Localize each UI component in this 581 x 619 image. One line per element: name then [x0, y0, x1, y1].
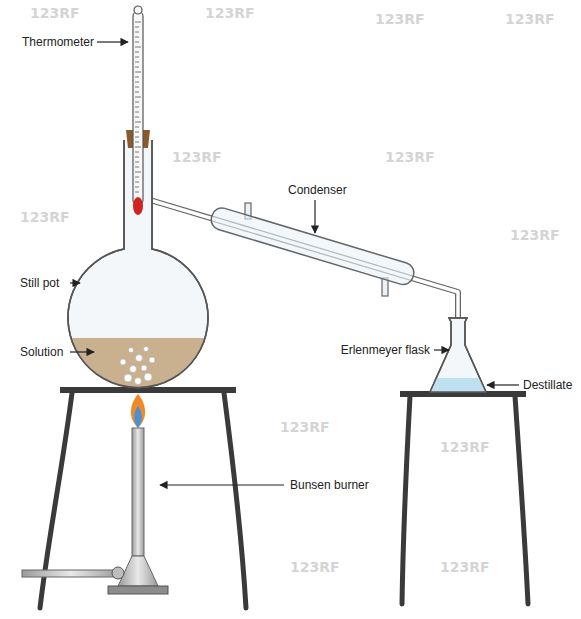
scale-tick	[135, 162, 139, 163]
scale-tick	[135, 32, 139, 33]
part-label: Erlenmeyer flask	[341, 343, 430, 357]
scale-tick	[135, 152, 139, 153]
scale-tick	[135, 82, 139, 83]
bubbles	[120, 347, 155, 385]
erlenmeyer-flask	[430, 318, 486, 392]
scale-tick	[135, 107, 139, 108]
scale-tick	[135, 102, 139, 103]
stand-top	[60, 387, 236, 393]
watermark: 123RF	[280, 420, 330, 434]
scale-tick	[135, 72, 141, 73]
scale-tick	[135, 127, 139, 128]
watermark: 123RF	[290, 560, 340, 574]
scale-tick	[135, 147, 141, 148]
watermark: 123RF	[375, 12, 425, 26]
watermark: 123RF	[172, 150, 222, 164]
scale-tick	[135, 172, 141, 173]
solution-liquid	[71, 338, 205, 388]
bunsen-burner	[22, 394, 168, 594]
scale-tick	[135, 112, 139, 113]
scale-tick	[135, 87, 139, 88]
scale-tick	[135, 167, 139, 168]
scale-tick	[135, 132, 139, 133]
part-label: Still pot	[20, 276, 59, 290]
watermark: 123RF	[505, 12, 555, 26]
scale-tick	[135, 187, 139, 188]
watermark: 123RF	[20, 210, 70, 224]
scale-tick	[135, 177, 139, 178]
scale-tick	[135, 182, 139, 183]
scale-tick	[135, 67, 139, 68]
flame-inner	[134, 406, 142, 428]
thermometer	[133, 6, 143, 215]
watermark: 123RF	[440, 560, 490, 574]
leader-arrows	[70, 42, 519, 485]
part-label: Solution	[20, 345, 63, 359]
watermark: 123RF	[510, 228, 560, 242]
scale-tick	[135, 92, 139, 93]
scale-tick	[135, 52, 139, 53]
gas-valve	[112, 567, 124, 579]
scale-tick	[135, 47, 141, 48]
scale-tick	[135, 122, 141, 123]
scale-tick	[135, 142, 139, 143]
scale-tick	[135, 157, 139, 158]
watermark: 123RF	[205, 6, 255, 20]
watermark: 123RF	[30, 6, 80, 20]
burner-tube	[132, 428, 144, 556]
burner-base	[108, 586, 168, 594]
scale-tick	[135, 27, 139, 28]
gas-pipe	[22, 570, 120, 577]
watermark: 123RF	[385, 150, 435, 164]
scale-tick	[135, 57, 139, 58]
part-label: Destillate	[523, 378, 572, 392]
scale-tick	[135, 22, 141, 23]
scale-tick	[135, 192, 139, 193]
flask-stand	[402, 396, 528, 604]
part-label: Condenser	[288, 183, 347, 197]
watermark: 123RF	[440, 440, 490, 454]
scale-tick	[135, 77, 139, 78]
part-label: Bunsen burner	[290, 478, 369, 492]
scale-tick	[135, 62, 139, 63]
scale-tick	[135, 42, 139, 43]
scale-tick	[135, 117, 139, 118]
flame-outer	[131, 394, 145, 428]
condenser-jacket	[209, 203, 416, 296]
scale-tick	[135, 37, 139, 38]
part-label: Thermometer	[22, 35, 94, 49]
scale-tick	[135, 137, 139, 138]
scale-tick	[135, 97, 141, 98]
destillate-liquid	[430, 378, 486, 392]
